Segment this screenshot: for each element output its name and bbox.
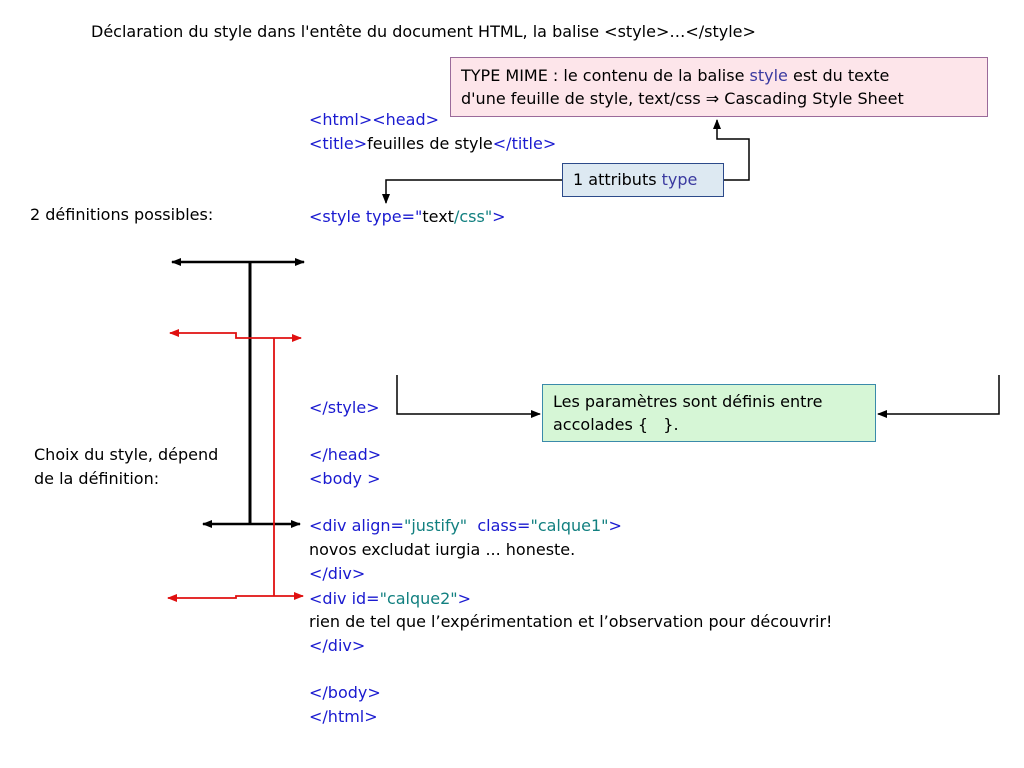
code-title-line: <title>feuilles de style</title>	[309, 134, 556, 154]
code-title-text: feuilles de style	[367, 134, 493, 153]
parameters-note-line2: accolades { }.	[553, 415, 679, 434]
attribute-note-line: 1 attributs type	[573, 169, 697, 191]
code-div2-tag: <div id=	[309, 589, 380, 608]
code-div1-tag: <div align=	[309, 516, 404, 535]
code-div-close2: </div>	[309, 636, 366, 655]
arrow-attr-to-style	[382, 179, 562, 204]
code-div2-end: >	[457, 589, 472, 608]
arrow-bracket-right	[877, 375, 1000, 418]
code-style-open-line: <style type="text/css">	[309, 207, 506, 227]
slide-heading: Déclaration du style dans l'entête du do…	[91, 22, 756, 41]
code-style-open-end: >	[492, 207, 506, 226]
mime-note-text-b: est du texte	[787, 66, 890, 85]
code-style-open-tag: <style type="	[309, 207, 423, 226]
code-div1-open-line: <div align="justify" class="calque1">	[309, 516, 622, 536]
code-title-open: <title>	[309, 134, 368, 153]
mime-note-text-a: TYPE MIME : le contenu de la balise	[461, 66, 750, 85]
arrow-attr-to-mime	[713, 119, 750, 181]
code-style-type-text: text	[422, 207, 454, 226]
code-text2: rien de tel que l’expérimentation et l’o…	[309, 612, 833, 631]
attribute-note: 1 attributs type	[562, 163, 724, 197]
mime-type-note: TYPE MIME : le contenu de la balise styl…	[450, 57, 988, 117]
code-html-close: </html>	[309, 707, 378, 726]
choice-label-line2: de la définition:	[34, 469, 160, 488]
parameters-note-line1: Les paramètres sont définis entre	[553, 392, 823, 411]
code-style-type-css: /css"	[453, 207, 493, 226]
red-def-arrow-left	[169, 329, 274, 339]
code-body-close: </body>	[309, 683, 381, 702]
code-text1: novos excludat iurgia ... honeste.	[309, 540, 576, 559]
mime-note-line1: TYPE MIME : le contenu de la balise styl…	[461, 65, 889, 87]
code-title-close: </title>	[492, 134, 557, 153]
parameters-note: Les paramètres sont définis entre accola…	[542, 384, 876, 442]
red-use-arrow-left	[167, 594, 274, 602]
definitions-label: 2 définitions possibles:	[30, 205, 214, 224]
code-body-open: <body >	[309, 469, 381, 488]
choice-label-line1: Choix du style, dépend	[34, 445, 219, 464]
code-html-head: <html><head>	[309, 110, 440, 129]
code-div2-open-line: <div id="calque2">	[309, 589, 471, 609]
code-style-close: </style>	[309, 398, 380, 417]
code-div-close1: </div>	[309, 564, 366, 583]
attribute-note-text: 1 attributs	[573, 170, 662, 189]
code-div1-align-value: "justify"	[403, 516, 468, 535]
code-div1-class-attr: class=	[467, 516, 531, 535]
code-div1-class-value: "calque1"	[530, 516, 609, 535]
mime-note-line2: d'une feuille de style, text/css ⇒ Casca…	[461, 89, 904, 108]
code-div2-id-value: "calque2"	[379, 589, 458, 608]
code-head-close: </head>	[309, 445, 382, 464]
code-div1-end: >	[608, 516, 622, 535]
attribute-note-keyword: type	[661, 170, 698, 189]
arrow-bracket-left	[396, 375, 541, 418]
mime-note-keyword: style	[749, 66, 788, 85]
